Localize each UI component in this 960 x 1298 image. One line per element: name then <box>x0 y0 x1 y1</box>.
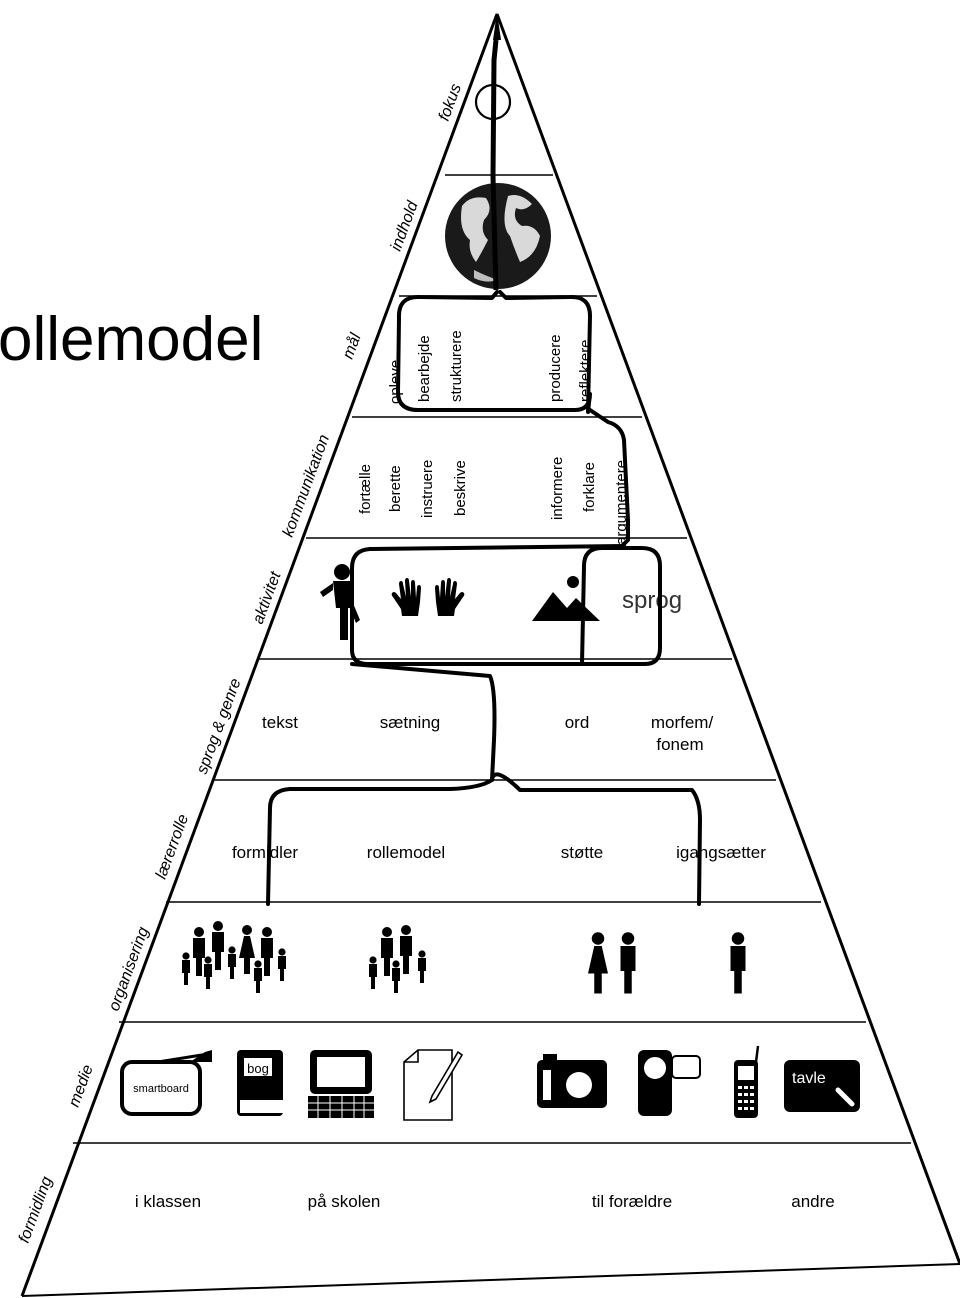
picture-icon <box>532 576 600 621</box>
dissemination-target: i klassen <box>135 1192 201 1211</box>
tier-label-organisering: organisering <box>106 925 153 1014</box>
hands-icon <box>391 578 465 616</box>
goal-verb: opleve <box>387 360 404 404</box>
language-level: fonem <box>656 735 703 754</box>
communication-verb: fortælle <box>357 464 374 514</box>
goal-verb: strukturere <box>448 330 465 402</box>
highlighted-path <box>266 290 702 906</box>
smartboard-label: smartboard <box>133 1083 189 1095</box>
dissemination-target: på skolen <box>308 1192 381 1211</box>
language-level: morfem/ <box>651 713 714 732</box>
language-levels: tekst sætning ord morfem/ fonem <box>262 713 713 754</box>
goal-verb: reflektere <box>577 339 594 402</box>
pyramid-outline <box>20 13 960 1297</box>
tier-label-laererrolle: lærerrolle <box>153 812 192 881</box>
pair-icon <box>588 932 636 994</box>
language-level: ord <box>565 713 590 732</box>
teacher-role: støtte <box>561 843 604 862</box>
communication-verb: instruere <box>419 460 436 518</box>
goal-verb: producere <box>547 334 564 402</box>
focus-path-line <box>490 12 501 291</box>
computer-icon <box>308 1050 374 1118</box>
page-title: ollemodel <box>0 305 263 374</box>
camera-icon <box>537 1054 607 1108</box>
tier-label-formidling: formidling <box>16 1174 56 1245</box>
blackboard-label: tavle <box>792 1070 826 1087</box>
communication-verb: forklare <box>581 462 598 512</box>
communication-verb: beskrive <box>452 460 469 516</box>
communication-verb: berette <box>387 465 404 512</box>
teacher-roles: formidler rollemodel støtte igangsætter <box>232 843 766 862</box>
organisation-icons <box>182 921 746 994</box>
small-group-icon <box>369 925 426 993</box>
dissemination-target: til forældre <box>592 1192 672 1211</box>
language-level: tekst <box>262 713 298 732</box>
activity-icons: sprog <box>320 564 682 640</box>
book-icon: bog <box>237 1050 283 1116</box>
teacher-role: formidler <box>232 843 298 862</box>
communication-verb: informere <box>549 457 566 520</box>
individual-icon <box>730 932 746 994</box>
video-camera-icon <box>638 1050 701 1116</box>
smartboard-icon: smartboard <box>120 1050 212 1116</box>
tier-label-kommunikation: kommunikation <box>280 432 333 539</box>
tier-label-maal: mål <box>339 331 365 362</box>
class-group-icon <box>182 921 286 993</box>
teacher-role: rollemodel <box>367 843 445 862</box>
communication-verbs: fortælle berette instruere beskrive info… <box>357 457 630 545</box>
media-icons: smartboard bog <box>120 1045 860 1121</box>
paper-pencil-icon <box>403 1049 464 1121</box>
tier-label-fokus: fokus <box>436 82 465 124</box>
goals-verbs: opleve bearbejde strukturere producere r… <box>387 330 594 404</box>
dissemination-targets: i klassen på skolen til forældre andre <box>135 1192 835 1211</box>
book-label: bog <box>247 1061 269 1076</box>
language-level: sætning <box>380 713 440 732</box>
tier-label-indhold: indhold <box>388 198 422 253</box>
mobile-phone-icon <box>734 1045 760 1118</box>
goal-verb: bearbejde <box>416 335 433 402</box>
globe-icon <box>445 183 551 289</box>
activity-sprog: sprog <box>622 587 682 614</box>
blackboard-icon: tavle <box>784 1060 860 1112</box>
teacher-role: igangsætter <box>676 843 766 862</box>
dissemination-target: andre <box>791 1192 834 1211</box>
